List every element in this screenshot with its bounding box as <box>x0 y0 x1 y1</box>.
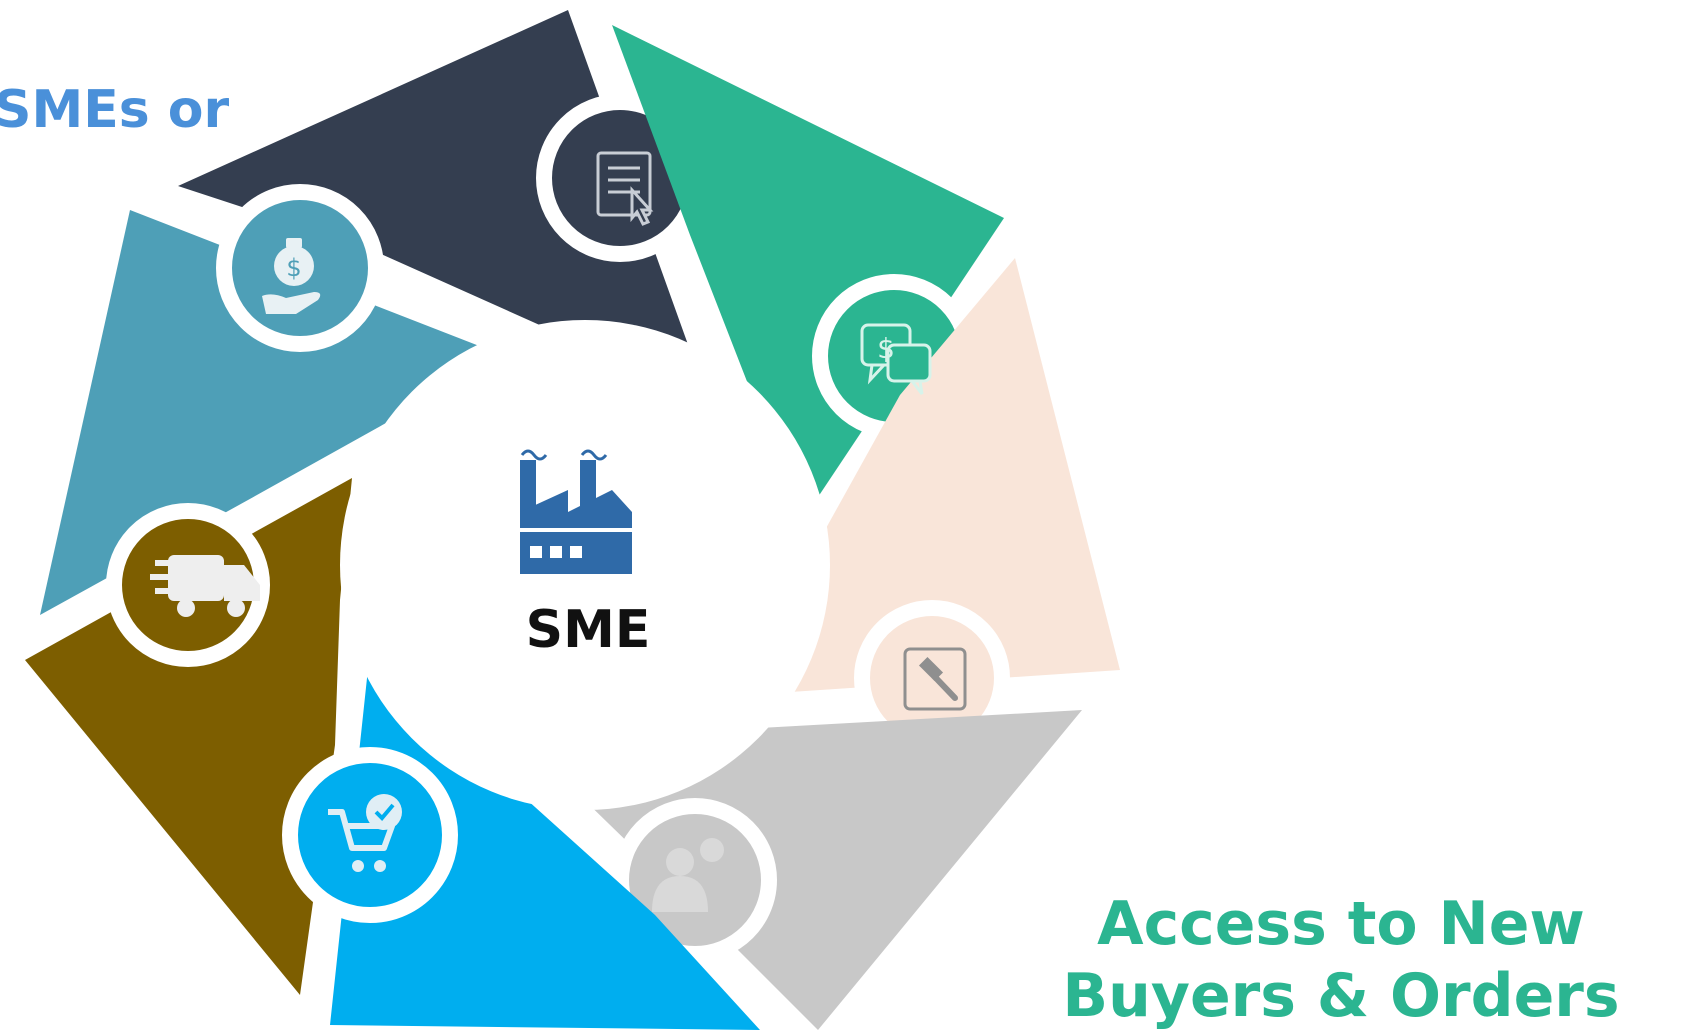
document-cursor-icon <box>596 151 654 226</box>
user-alert-icon <box>652 838 724 912</box>
dollar-chat-icon: $ <box>860 323 932 395</box>
delivery-truck-icon <box>150 555 260 617</box>
caption-bottom: Access to New Buyers & Orders <box>1062 889 1620 1031</box>
factory-icon <box>520 449 632 574</box>
svg-text:$: $ <box>286 254 301 282</box>
gavel-icon <box>903 647 967 711</box>
caption-top: SMEs or <box>0 80 230 140</box>
cart-check-icon <box>328 794 402 872</box>
money-hand-icon: $ <box>262 238 321 314</box>
svg-text:$: $ <box>877 332 895 365</box>
center-label: SME <box>525 600 651 660</box>
